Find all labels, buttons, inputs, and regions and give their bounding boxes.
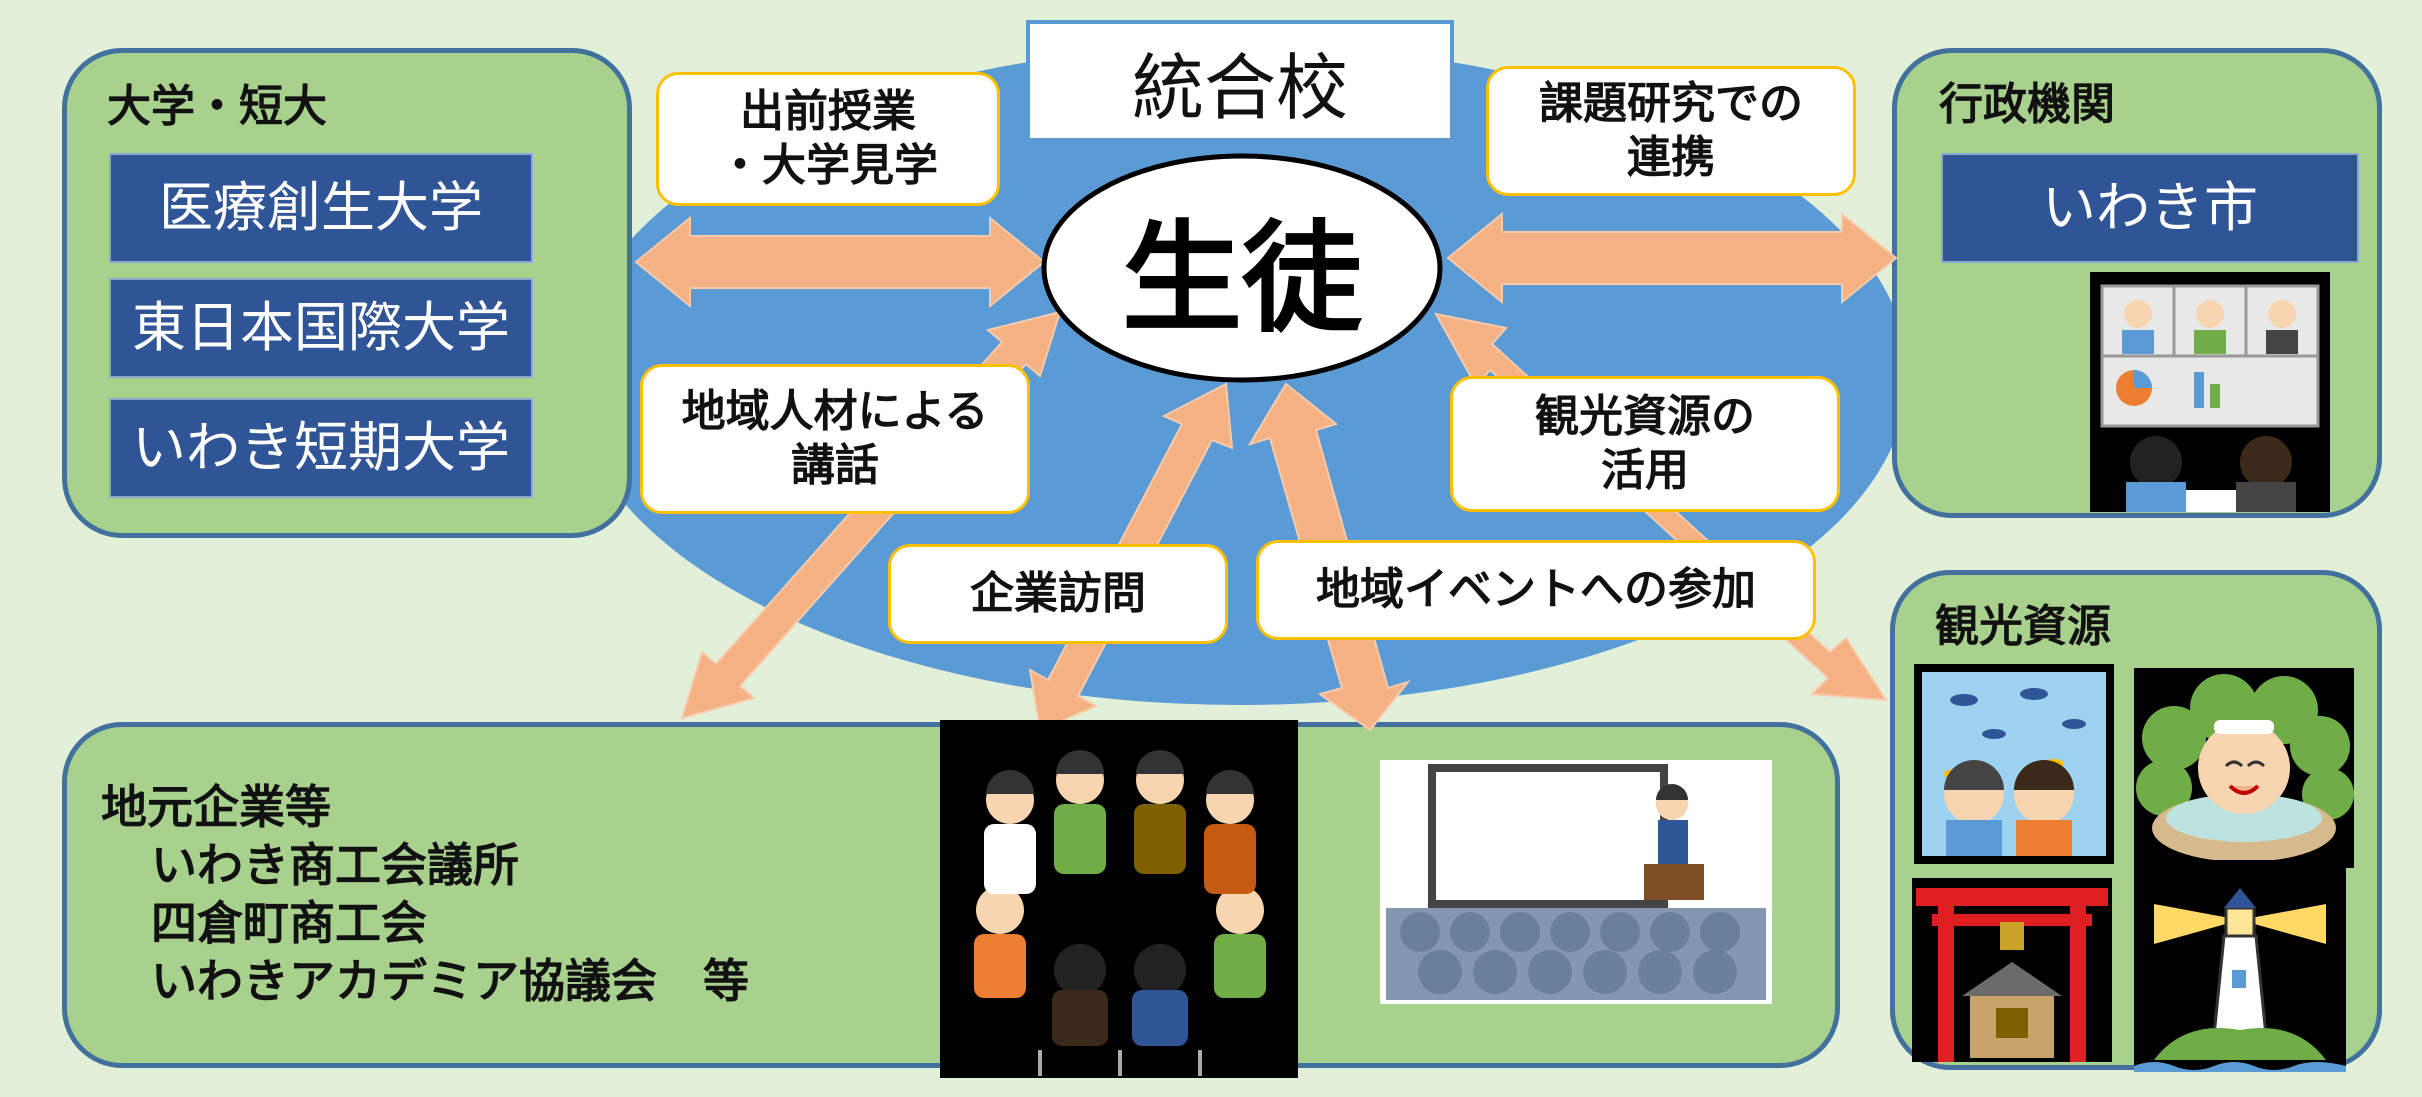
label-company-visit-line1: 企業訪問 <box>970 568 1146 620</box>
lecture-presentation-illustration <box>1380 760 1772 1004</box>
label-local-talent-line2: 講話 <box>791 440 879 491</box>
group-discussion-icon <box>974 750 1266 1076</box>
arrow-universities-students <box>634 215 1046 309</box>
lighthouse-illustration <box>2134 860 2346 1072</box>
label-local-talent: 地域人材による 講話 <box>640 364 1030 514</box>
label-company-visit: 企業訪問 <box>888 544 1228 644</box>
aquarium-illustration <box>1914 664 2114 864</box>
lighthouse-icon <box>2134 888 2346 1072</box>
government-title: 行政機関 <box>1939 79 2115 130</box>
shrine-illustration <box>1912 878 2112 1062</box>
students-ellipse <box>1041 153 1443 383</box>
company-iwaki-chamber: いわき商工会議所 <box>151 838 519 892</box>
university-iryo-sousei: 医療創生大学 <box>109 153 533 263</box>
university-iwaki-junior-college: いわき短期大学 <box>109 398 533 498</box>
universities-panel: 大学・短大 医療創生大学 東日本国際大学 いわき短期大学 <box>62 48 632 538</box>
aquarium-icon <box>1922 672 2106 856</box>
online-meeting-icon <box>2100 284 2320 512</box>
arrow-students-government <box>1446 211 1898 305</box>
hot-spring-illustration <box>2134 668 2354 868</box>
label-tourism-use-line1: 観光資源の <box>1535 391 1755 443</box>
lecture-presentation-icon <box>1386 764 1766 1000</box>
university-higashi-nippon-kokusai: 東日本国際大学 <box>109 278 533 378</box>
label-local-event: 地域イベントへの参加 <box>1256 540 1816 640</box>
label-lecture-visit-line1: 出前授業 <box>740 86 916 138</box>
label-research: 課題研究での 連携 <box>1486 66 1856 196</box>
hot-spring-icon <box>2136 674 2354 862</box>
shrine-icon <box>1916 888 2108 1062</box>
iwaki-city-box: いわき市 <box>1941 153 2359 263</box>
label-tourism-use: 観光資源の 活用 <box>1450 376 1840 512</box>
label-research-line2: 連携 <box>1627 132 1715 183</box>
companies-title: 地元企業等 <box>101 780 331 834</box>
students-label: 生徒 <box>1122 210 1362 349</box>
company-yotsukura-commerce: 四倉町商工会 <box>151 896 427 950</box>
label-tourism-use-line2: 活用 <box>1601 445 1689 496</box>
tourism-title: 観光資源 <box>1935 601 2111 652</box>
universities-title: 大学・短大 <box>107 81 327 132</box>
label-research-line1: 課題研究での <box>1539 78 1803 130</box>
label-lecture-visit-line2: ・大学見学 <box>718 140 938 191</box>
company-iwaki-academia: いわきアカデミア協議会 等 <box>151 954 749 1008</box>
group-discussion-illustration <box>940 720 1298 1078</box>
label-local-talent-line1: 地域人材による <box>681 386 989 438</box>
online-meeting-illustration <box>2090 272 2330 512</box>
label-lecture-visit: 出前授業 ・大学見学 <box>656 72 1000 206</box>
label-local-event-line1: 地域イベントへの参加 <box>1316 564 1756 616</box>
school-title-box: 統合校 <box>1026 20 1454 142</box>
